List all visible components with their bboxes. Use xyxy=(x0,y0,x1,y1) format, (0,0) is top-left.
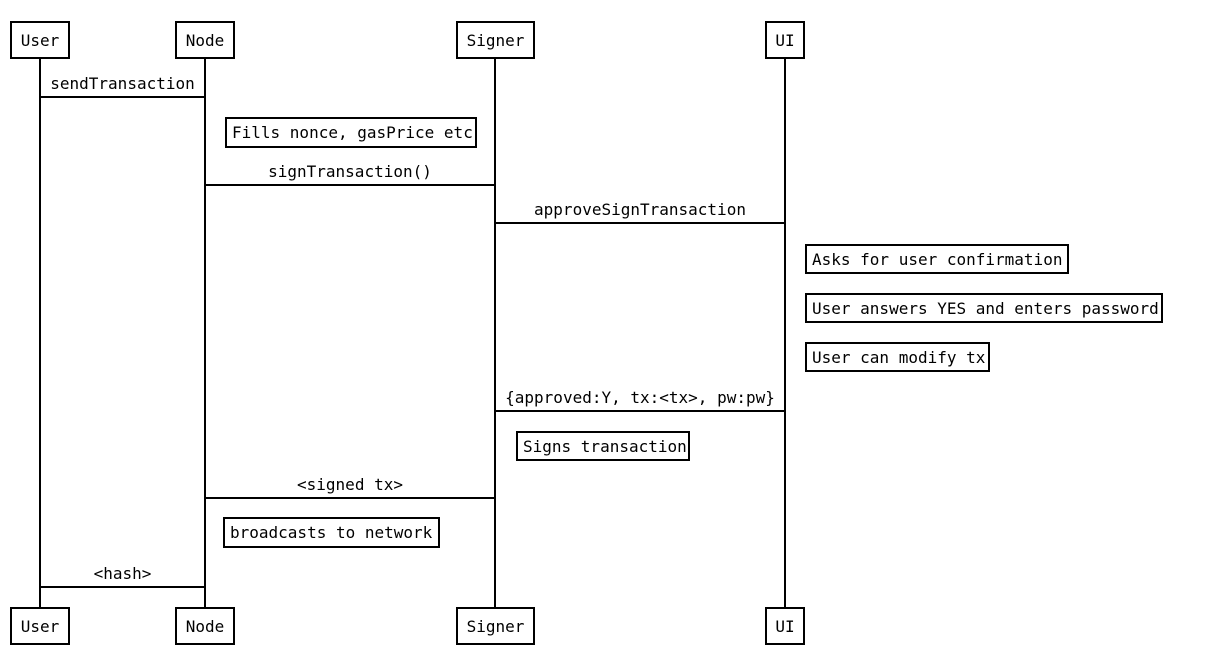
message-line-sign-transaction xyxy=(204,184,496,186)
message-line-hash xyxy=(39,586,206,588)
lifeline-signer xyxy=(494,58,496,608)
actor-bottom-ui: UI xyxy=(765,607,805,645)
actor-bottom-signer: Signer xyxy=(456,607,535,645)
note-user-answers-yes: User answers YES and enters password xyxy=(805,293,1163,323)
note-broadcasts-network: broadcasts to network xyxy=(223,517,440,548)
message-line-approve-sign-transaction xyxy=(494,222,786,224)
actor-bottom-node: Node xyxy=(175,607,235,645)
note-user-can-modify: User can modify tx xyxy=(805,342,990,372)
actor-top-ui: UI xyxy=(765,21,805,59)
lifeline-user xyxy=(39,58,41,608)
message-label-send-transaction: sendTransaction xyxy=(50,74,195,93)
message-label-signed-tx: <signed tx> xyxy=(297,475,403,494)
actor-top-signer: Signer xyxy=(456,21,535,59)
message-label-sign-transaction: signTransaction() xyxy=(268,162,432,181)
message-label-approve-sign-transaction: approveSignTransaction xyxy=(534,200,746,219)
message-label-approved-payload: {approved:Y, tx:<tx>, pw:pw} xyxy=(505,388,775,407)
message-line-signed-tx xyxy=(204,497,496,499)
actor-top-node: Node xyxy=(175,21,235,59)
note-signs-transaction: Signs transaction xyxy=(516,431,690,461)
message-line-send-transaction xyxy=(39,96,206,98)
lifeline-ui xyxy=(784,58,786,608)
actor-bottom-user: User xyxy=(10,607,70,645)
lifeline-node xyxy=(204,58,206,608)
note-asks-confirmation: Asks for user confirmation xyxy=(805,244,1069,274)
message-line-approved-payload xyxy=(494,410,786,412)
actor-top-user: User xyxy=(10,21,70,59)
note-fills-nonce: Fills nonce, gasPrice etc xyxy=(225,117,477,148)
message-label-hash: <hash> xyxy=(93,564,152,583)
